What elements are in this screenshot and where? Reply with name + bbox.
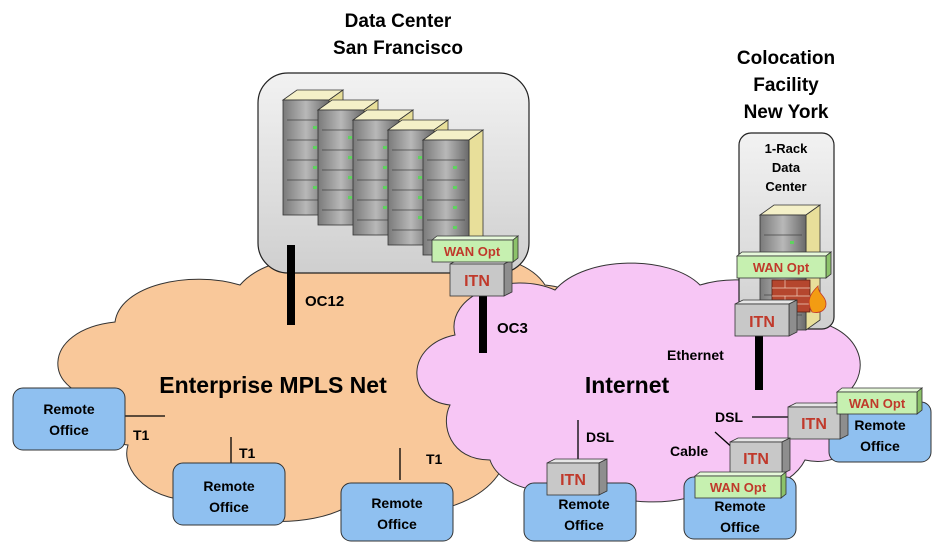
colocation-title-line1: Colocation <box>737 48 835 69</box>
remote-office-label-line1: Remote <box>854 417 906 433</box>
internet-cloud-label: Internet <box>585 372 670 398</box>
oc12-label: OC12 <box>305 293 344 310</box>
wan-opt-colocation: WAN Opt <box>735 251 833 279</box>
wan-opt-label: WAN Opt <box>710 480 767 495</box>
remote-office-2 <box>172 462 286 526</box>
t1-label-right: T1 <box>426 451 443 467</box>
wan-opt-remote-right: WAN Opt <box>835 387 924 415</box>
cable-label: Cable <box>670 443 708 459</box>
ethernet-link <box>755 335 763 390</box>
colocation-title-line2: Facility <box>753 75 819 96</box>
itn-device-dsl-right: ITN <box>787 402 849 440</box>
oc3-link <box>479 295 487 353</box>
itn-label: ITN <box>801 416 827 433</box>
dsl-label-left: DSL <box>586 429 614 445</box>
remote-office-label-line1: Remote <box>43 401 95 417</box>
data-center-title-line1: Data Center <box>345 11 452 32</box>
rack-dc-label-line2: Data <box>772 160 801 175</box>
remote-office-label-line2: Office <box>49 422 89 438</box>
remote-office-label-line2: Office <box>377 516 417 532</box>
itn-device-colocation: ITN <box>734 299 798 337</box>
wan-opt-label: WAN Opt <box>444 244 501 259</box>
remote-office-3 <box>340 482 454 542</box>
itn-device-datacenter: ITN <box>449 259 513 297</box>
remote-office-label-line1: Remote <box>371 495 423 511</box>
data-center-title-line2: San Francisco <box>333 38 463 59</box>
wan-opt-label: WAN Opt <box>849 396 906 411</box>
oc3-label: OC3 <box>497 320 528 337</box>
itn-device-cable: ITN <box>729 437 791 475</box>
remote-office-label-line2: Office <box>564 517 604 533</box>
itn-label: ITN <box>743 451 769 468</box>
dsl-label-right: DSL <box>715 409 743 425</box>
remote-office-label-line2: Office <box>209 499 249 515</box>
remote-office-label-line2: Office <box>720 519 760 535</box>
remote-office-label-line1: Remote <box>203 478 255 494</box>
itn-label: ITN <box>749 314 775 331</box>
remote-office-label-line2: Office <box>860 438 900 454</box>
rack-dc-label-line3: Center <box>765 179 806 194</box>
colocation-title-line3: New York <box>744 102 829 123</box>
itn-label: ITN <box>560 472 586 489</box>
remote-office-label-line1: Remote <box>558 496 610 512</box>
itn-device-dsl-left: ITN <box>546 458 608 496</box>
mpls-cloud-label: Enterprise MPLS Net <box>159 372 387 398</box>
wan-opt-datacenter: WAN Opt <box>430 235 520 263</box>
wan-opt-label: WAN Opt <box>753 260 810 275</box>
itn-label: ITN <box>464 273 490 290</box>
wan-opt-cable-office: WAN Opt <box>693 471 788 499</box>
remote-office-label-line1: Remote <box>714 498 766 514</box>
oc12-link <box>287 245 295 325</box>
ethernet-label: Ethernet <box>667 347 724 363</box>
remote-office-1 <box>12 387 126 451</box>
t1-label-middle: T1 <box>239 445 256 461</box>
t1-label-left: T1 <box>133 427 150 443</box>
rack-dc-label-line1: 1-Rack <box>765 141 808 156</box>
